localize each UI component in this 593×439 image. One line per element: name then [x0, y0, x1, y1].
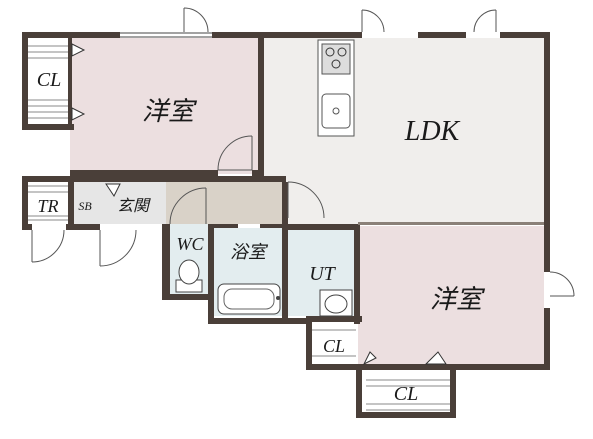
walls	[22, 32, 550, 418]
room-label-entrance: 玄関	[117, 197, 151, 215]
room-label-closet-bottom: CL	[394, 383, 418, 405]
door-right-wall	[549, 271, 575, 297]
room-label-western-bottom: 洋室	[430, 285, 486, 314]
hall-floor	[166, 182, 284, 224]
door-ldk-top	[361, 9, 497, 33]
closet-bottom-floor	[362, 374, 452, 414]
door-wc	[169, 187, 207, 225]
room-label-closet-small: CL	[323, 336, 345, 356]
closet-top-left-floor	[28, 38, 70, 126]
toilet-fixture	[175, 259, 203, 293]
room-label-ldk: LDK	[404, 116, 461, 147]
western-room-top-floor	[70, 38, 262, 174]
door-hall-ldk	[287, 181, 325, 219]
closet-door-markers	[71, 43, 447, 366]
shoe-box-floor	[74, 182, 96, 224]
ldk-floor	[262, 38, 544, 224]
room-label-utility: UT	[309, 263, 336, 285]
room-label-closet-top-left: CL	[37, 69, 61, 91]
wash-basin	[319, 289, 353, 317]
door-western-room	[217, 135, 253, 171]
room-label-western-top: 洋室	[142, 97, 198, 126]
door-top-left	[183, 7, 209, 33]
trunk-room-floor	[27, 182, 70, 224]
kitchen-counter	[317, 39, 355, 137]
entrance-floor	[96, 182, 166, 224]
room-label-toilet: WC	[177, 234, 205, 254]
room-label-trunk-room: TR	[37, 196, 58, 216]
room-label-bathroom: 浴室	[230, 242, 269, 262]
western-room-bottom-floor	[358, 226, 544, 364]
closet-shelf-lines	[28, 45, 450, 411]
door-entrance	[31, 229, 137, 267]
bathtub	[217, 283, 281, 315]
room-label-shoe-box: SB	[78, 199, 92, 213]
window-top	[120, 32, 212, 38]
